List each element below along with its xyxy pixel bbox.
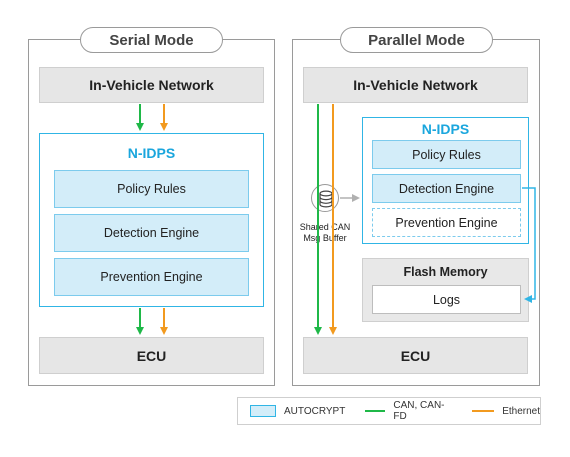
parallel-detection-engine: Detection Engine: [372, 174, 521, 203]
parallel-policy-rules: Policy Rules: [372, 140, 521, 169]
parallel-prevention-engine: Prevention Engine: [372, 208, 521, 237]
legend-autocrypt: AUTOCRYPT: [250, 405, 345, 417]
parallel-ecu: ECU: [303, 337, 528, 374]
serial-detection-engine: Detection Engine: [54, 214, 249, 252]
legend-can: CAN, CAN-FD: [365, 400, 452, 422]
logs-box: Logs: [372, 285, 521, 314]
legend: AUTOCRYPT CAN, CAN-FD Ethernet: [237, 397, 541, 425]
serial-ecu: ECU: [39, 337, 264, 374]
legend-ethernet: Ethernet: [472, 406, 540, 417]
detection-to-logs-arrow: [522, 187, 536, 303]
parallel-n-idps-title: N-IDPS: [421, 121, 470, 137]
buffer-label-line-2: Msg Buffer: [303, 233, 347, 243]
legend-ethernet-label: Ethernet: [502, 405, 540, 417]
serial-in-vehicle-network: In-Vehicle Network: [39, 67, 264, 103]
flash-memory-title: Flash Memory: [403, 265, 488, 279]
serial-prevention-engine: Prevention Engine: [54, 258, 249, 296]
buffer-label-line-1: Shared CAN: [299, 222, 351, 232]
legend-autocrypt-swatch: [250, 405, 276, 417]
legend-ethernet-line: [472, 410, 495, 412]
legend-autocrypt-label: AUTOCRYPT: [284, 405, 346, 417]
parallel-in-vehicle-network: In-Vehicle Network: [303, 67, 528, 103]
serial-mode-title: Serial Mode: [80, 27, 223, 53]
shared-can-buffer-label: Shared CAN Msg Buffer: [295, 222, 355, 244]
legend-can-line: [365, 410, 386, 412]
parallel-mode-title: Parallel Mode: [340, 27, 493, 53]
serial-policy-rules: Policy Rules: [54, 170, 249, 208]
database-icon: [311, 184, 339, 212]
serial-n-idps-title: N-IDPS: [127, 145, 176, 161]
legend-can-label: CAN, CAN-FD: [393, 400, 445, 422]
